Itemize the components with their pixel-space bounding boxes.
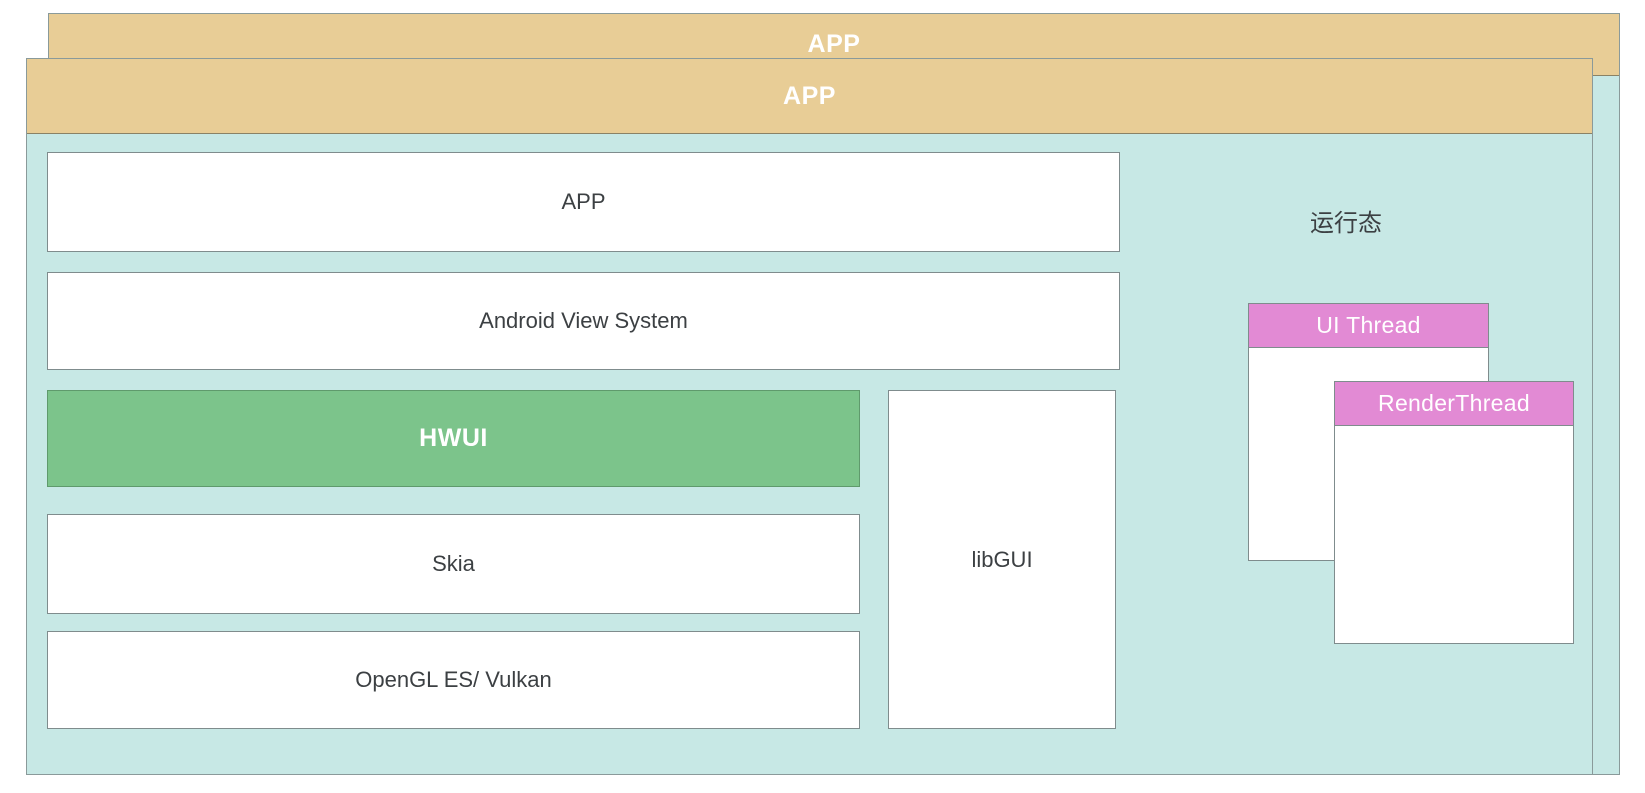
render-thread-window[interactable]: RenderThread — [1334, 381, 1574, 644]
stack-box-hwui-label: HWUI — [419, 424, 488, 452]
app-panel-front-title: APP — [27, 59, 1592, 134]
stack-box-libgui-label: libGUI — [971, 546, 1033, 572]
stack-box-libgui[interactable]: libGUI — [888, 390, 1116, 729]
stack-box-opengl-vulkan[interactable]: OpenGL ES/ Vulkan — [47, 631, 860, 729]
stack-box-opengl-vulkan-label: OpenGL ES/ Vulkan — [355, 667, 552, 692]
stack-box-android-view-system-label: Android View System — [479, 308, 688, 333]
stack-box-android-view-system[interactable]: Android View System — [47, 272, 1120, 370]
runtime-state-label: 运行态 — [1310, 210, 1382, 237]
stack-box-app[interactable]: APP — [47, 152, 1120, 252]
stack-box-hwui[interactable]: HWUI — [47, 390, 860, 487]
render-thread-title: RenderThread — [1335, 382, 1573, 426]
stack-box-skia[interactable]: Skia — [47, 514, 860, 614]
render-thread-body — [1335, 426, 1573, 643]
stack-box-skia-label: Skia — [432, 551, 475, 576]
stack-box-app-label: APP — [561, 189, 606, 214]
ui-thread-title: UI Thread — [1249, 304, 1488, 348]
